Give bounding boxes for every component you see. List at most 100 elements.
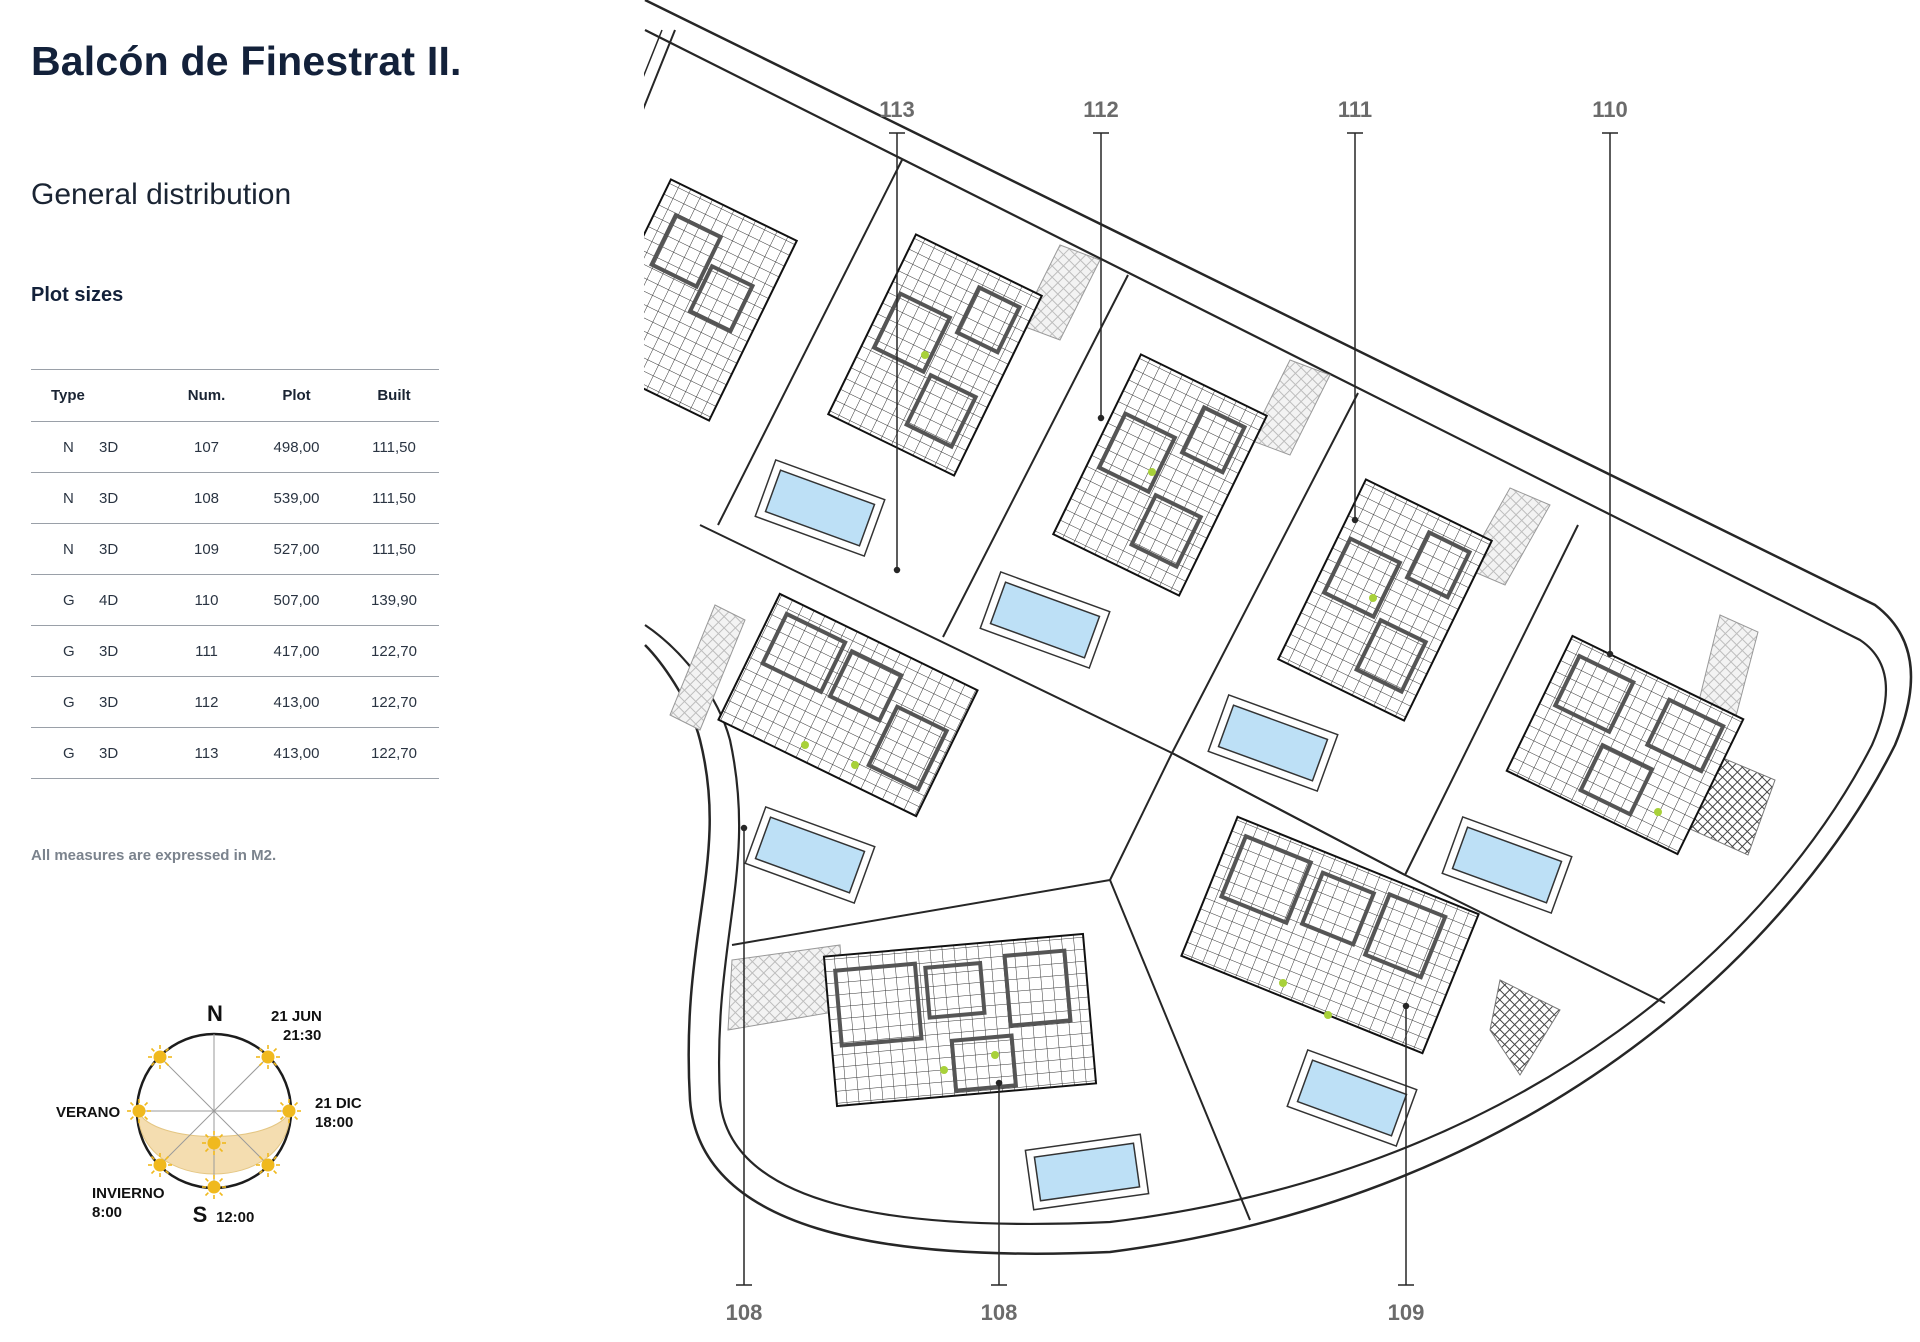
cell-beds: 3D bbox=[99, 489, 119, 507]
table-row: N 3D 109 527,00 111,50 bbox=[31, 523, 439, 575]
sun-icon bbox=[202, 1131, 226, 1155]
cell-built: 111,50 bbox=[349, 523, 439, 575]
pool bbox=[744, 806, 876, 904]
header-plot: Plot bbox=[244, 369, 349, 422]
cell-type: N 3D bbox=[31, 472, 169, 524]
cell-built: 111,50 bbox=[349, 472, 439, 524]
label-21-jun: 21 JUN bbox=[271, 1008, 322, 1025]
cell-built: 122,70 bbox=[349, 625, 439, 677]
cell-num: 113 bbox=[169, 727, 244, 779]
house-111 bbox=[1276, 478, 1494, 722]
cell-beds: 3D bbox=[99, 540, 119, 558]
house-112 bbox=[1051, 353, 1269, 597]
header-type: Type bbox=[31, 369, 169, 422]
page-title: Balcón de Finestrat II. bbox=[31, 38, 462, 84]
time-invierno: 8:00 bbox=[92, 1204, 122, 1221]
label-invierno: INVIERNO bbox=[92, 1185, 165, 1202]
header-built: Built bbox=[349, 369, 439, 422]
cell-plot: 413,00 bbox=[244, 727, 349, 779]
cell-plot: 527,00 bbox=[244, 523, 349, 575]
time-noon: 12:00 bbox=[216, 1209, 254, 1226]
cell-num: 108 bbox=[169, 472, 244, 524]
plot-label-108-left: 108 bbox=[726, 1300, 763, 1325]
house-113 bbox=[826, 233, 1044, 477]
sun-icon bbox=[256, 1045, 280, 1069]
axis-diag-2 bbox=[159, 1056, 269, 1166]
plot-label-113: 113 bbox=[879, 97, 915, 122]
cell-built: 111,50 bbox=[349, 421, 439, 473]
pool bbox=[1286, 1049, 1418, 1147]
cell-orientation: N bbox=[63, 489, 74, 507]
house-plot-108-lower bbox=[822, 932, 1098, 1108]
plot-divisions bbox=[699, 159, 1666, 1221]
plot-label-109: 109 bbox=[1388, 1300, 1425, 1325]
cell-num: 110 bbox=[169, 574, 244, 626]
house-110 bbox=[1505, 634, 1745, 856]
sun-path-diagram: N S 21 JUN 21:30 VERANO 21 DIC 18:00 INV… bbox=[56, 1001, 362, 1227]
pool bbox=[754, 459, 886, 557]
leader-lines bbox=[736, 132, 1618, 1286]
cell-type: G 3D bbox=[31, 727, 169, 779]
cell-orientation: N bbox=[63, 438, 74, 456]
sun-icon bbox=[202, 1175, 226, 1199]
page-subtitle: General distribution bbox=[31, 178, 292, 211]
sun-icon bbox=[127, 1099, 151, 1123]
site-boundary-outer bbox=[644, 0, 1913, 1255]
cell-num: 111 bbox=[169, 625, 244, 677]
cell-orientation: G bbox=[63, 744, 75, 762]
paved-path bbox=[1489, 979, 1561, 1076]
table-row: N 3D 107 498,00 111,50 bbox=[31, 421, 439, 473]
cell-plot: 417,00 bbox=[244, 625, 349, 677]
cell-orientation: G bbox=[63, 693, 75, 711]
header-num: Num. bbox=[169, 369, 244, 422]
table-row: G 3D 113 413,00 122,70 bbox=[31, 727, 439, 779]
cell-orientation: G bbox=[63, 591, 75, 609]
label-21-dic: 21 DIC bbox=[315, 1095, 362, 1112]
cell-plot: 498,00 bbox=[244, 421, 349, 473]
north-label: N bbox=[207, 1001, 223, 1026]
cell-built: 122,70 bbox=[349, 727, 439, 779]
cell-num: 109 bbox=[169, 523, 244, 575]
sun-icon bbox=[256, 1153, 280, 1177]
site-mask-left bbox=[640, 0, 644, 1342]
cell-beds: 3D bbox=[99, 744, 119, 762]
time-21-jun: 21:30 bbox=[283, 1027, 321, 1044]
table-header-row: Type Num. Plot Built bbox=[31, 369, 439, 422]
sun-icon bbox=[277, 1099, 301, 1123]
house-107-partial bbox=[640, 178, 799, 422]
south-label: S bbox=[193, 1202, 208, 1227]
cell-num: 107 bbox=[169, 421, 244, 473]
cell-type: N 3D bbox=[31, 421, 169, 473]
sun-icon bbox=[148, 1045, 172, 1069]
paved-path bbox=[1249, 359, 1331, 456]
cell-beds: 3D bbox=[99, 438, 119, 456]
plot-label-110: 110 bbox=[1592, 97, 1628, 122]
cell-orientation: N bbox=[63, 540, 74, 558]
time-21-dic: 18:00 bbox=[315, 1114, 353, 1131]
cell-num: 112 bbox=[169, 676, 244, 728]
cell-type: N 3D bbox=[31, 523, 169, 575]
site-plan: 113 112 111 110 108 108 109 bbox=[640, 0, 1913, 1342]
label-verano: VERANO bbox=[56, 1104, 121, 1121]
pool bbox=[1207, 694, 1339, 792]
house-109 bbox=[1180, 815, 1480, 1055]
pool bbox=[1441, 816, 1573, 914]
info-panel: Balcón de Finestrat II. General distribu… bbox=[0, 0, 640, 1342]
cell-built: 139,90 bbox=[349, 574, 439, 626]
measures-note: All measures are expressed in M2. bbox=[31, 847, 277, 864]
road-edge bbox=[641, 29, 676, 113]
cell-beds: 3D bbox=[99, 693, 119, 711]
house-plot-108-upper bbox=[717, 592, 979, 818]
plot-sizes-table: Type Num. Plot Built N 3D 107 498,00 111,… bbox=[31, 369, 439, 779]
plot-label-111: 111 bbox=[1338, 97, 1372, 122]
pool bbox=[1024, 1133, 1150, 1211]
road-edge bbox=[641, 29, 663, 81]
cell-beds: 3D bbox=[99, 642, 119, 660]
sun-icon bbox=[148, 1153, 172, 1177]
site-boundary-inner bbox=[644, 29, 1888, 1226]
